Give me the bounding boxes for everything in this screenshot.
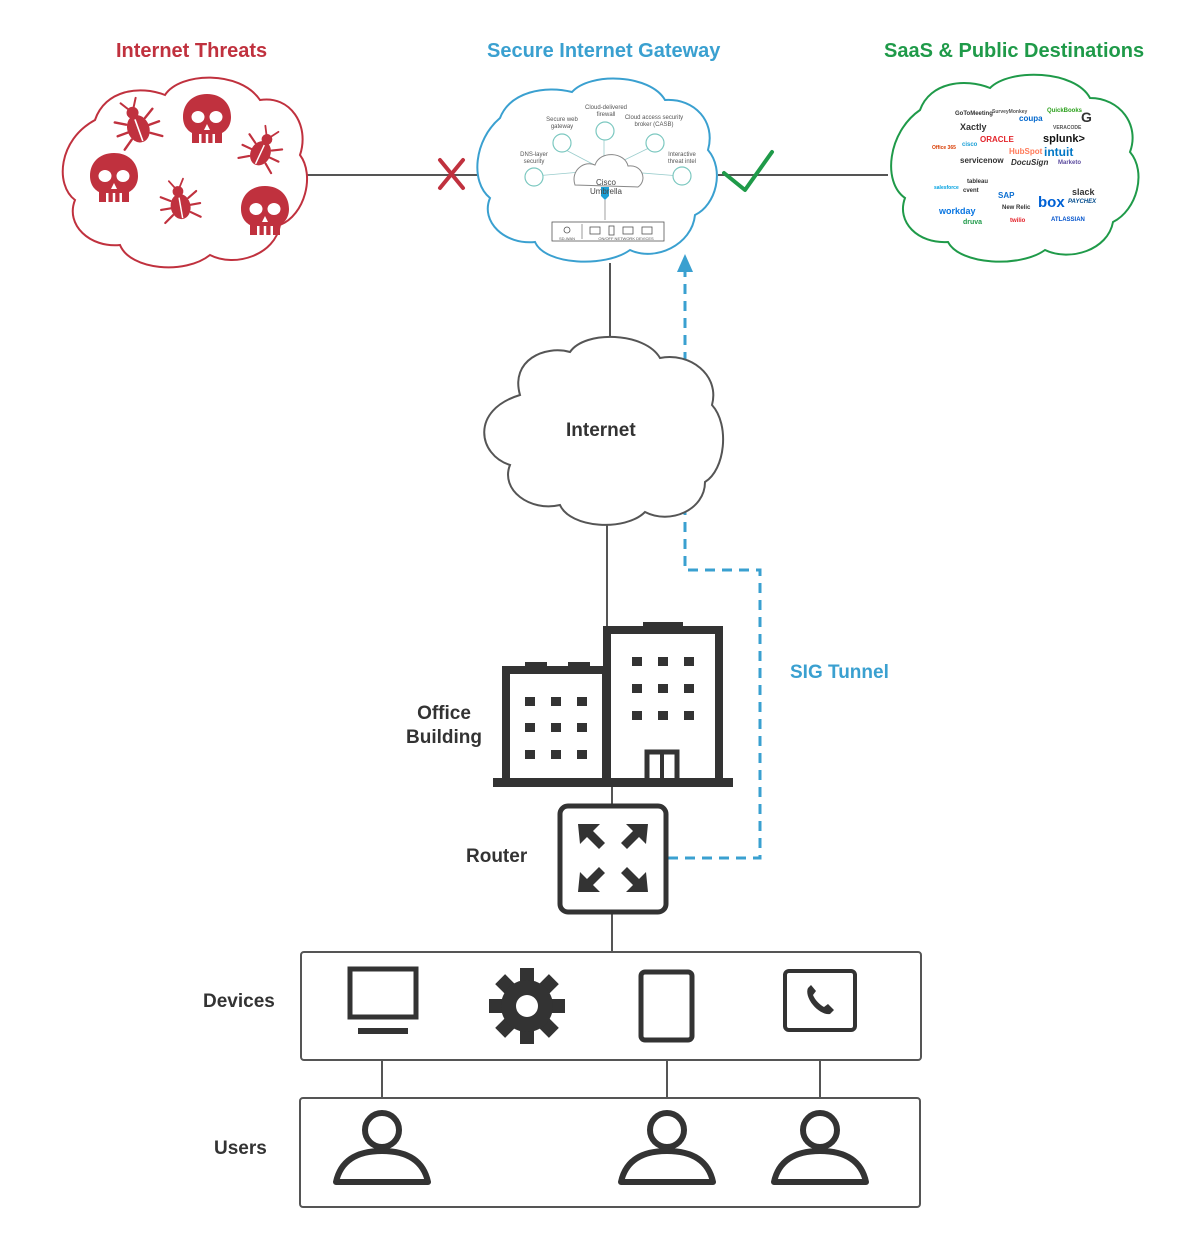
umbrella-label-line2: Umbrella xyxy=(589,187,622,196)
saas-logo: splunk> xyxy=(1043,133,1085,145)
gear-icon xyxy=(489,968,565,1044)
feature-dns: DNS-layer security xyxy=(520,152,548,165)
threats-heading: Internet Threats xyxy=(116,40,268,62)
saas-logo: salesforce xyxy=(934,185,959,191)
saas-logo: slack xyxy=(1072,187,1095,197)
saas-logo: cvent xyxy=(963,188,979,194)
saas-logo: QuickBooks xyxy=(1047,108,1083,114)
saas-logo: box xyxy=(1038,194,1065,211)
saas-logo: servicenow xyxy=(960,156,1004,165)
umbrella-devices: ON/OFF NETWORK DEVICES xyxy=(598,236,654,241)
office-building-label-line2: Building xyxy=(406,727,482,748)
saas-logo: PAYCHEX xyxy=(1068,199,1097,205)
feature-firewall: Cloud-delivered firewall xyxy=(584,105,628,118)
tablet-icon xyxy=(638,969,695,1043)
sig-tunnel-label: SIG Tunnel xyxy=(790,662,889,683)
saas-logo: New Relic xyxy=(1002,205,1031,211)
saas-logo: SurveyMonkey xyxy=(992,109,1028,115)
saas-heading: SaaS & Public Destinations xyxy=(884,40,1145,62)
saas-logo: coupa xyxy=(1019,114,1043,123)
umbrella-label: Cisco Umbrella xyxy=(584,178,628,196)
sig-tunnel-arrowhead xyxy=(677,254,693,272)
saas-logo: GoToMeeting xyxy=(955,111,993,117)
saas-logo: ATLASSIAN xyxy=(1051,217,1085,223)
saas-logo: cisco xyxy=(962,142,978,148)
saas-logo: HubSpot xyxy=(1009,147,1043,156)
saas-logo: tableau xyxy=(967,179,989,185)
office-building-label: Office Building xyxy=(403,703,485,749)
saas-logo: intuit xyxy=(1044,145,1074,159)
users-label: Users xyxy=(214,1138,267,1159)
office-building-icon xyxy=(493,622,733,787)
umbrella-label-line1: Cisco xyxy=(595,178,616,187)
saas-cloud xyxy=(890,73,1140,263)
feature-casb: Cloud access security broker (CASB) xyxy=(624,115,684,128)
router-label: Router xyxy=(466,846,528,867)
saas-logo: VERACODE xyxy=(1053,125,1082,131)
sig-tunnel-path xyxy=(668,268,762,860)
allowed-check-icon xyxy=(722,150,774,192)
office-building-label-line1: Office xyxy=(417,703,471,724)
monitor-icon xyxy=(347,966,419,1034)
saas-logo: druva xyxy=(963,219,983,226)
feature-intel: Interactive threat intel xyxy=(667,152,697,165)
saas-logo: G xyxy=(1081,109,1092,125)
umbrella-diagram xyxy=(524,121,692,242)
blocked-x-icon xyxy=(438,158,465,190)
saas-logo: workday xyxy=(939,206,976,216)
gateway-heading: Secure Internet Gateway xyxy=(487,40,721,62)
saas-logo: Marketo xyxy=(1058,160,1082,166)
saas-logo: twilio xyxy=(1010,218,1026,224)
saas-logo: DocuSign xyxy=(1011,158,1049,167)
saas-logo: Xactly xyxy=(960,122,987,132)
internet-label: Internet xyxy=(566,420,636,441)
saas-logo: Office 365 xyxy=(932,145,956,151)
saas-logo: SAP xyxy=(998,191,1015,200)
internet-cloud xyxy=(483,335,725,526)
devices-label: Devices xyxy=(203,991,275,1012)
saas-logo: ORACLE xyxy=(980,135,1014,144)
phone-icon xyxy=(783,969,857,1032)
users-box xyxy=(299,1097,921,1208)
umbrella-sdwan: SD-WAN xyxy=(558,236,576,241)
router-icon xyxy=(557,803,669,915)
devices-box xyxy=(300,951,922,1061)
feature-swg: Secure web gateway xyxy=(546,117,578,130)
